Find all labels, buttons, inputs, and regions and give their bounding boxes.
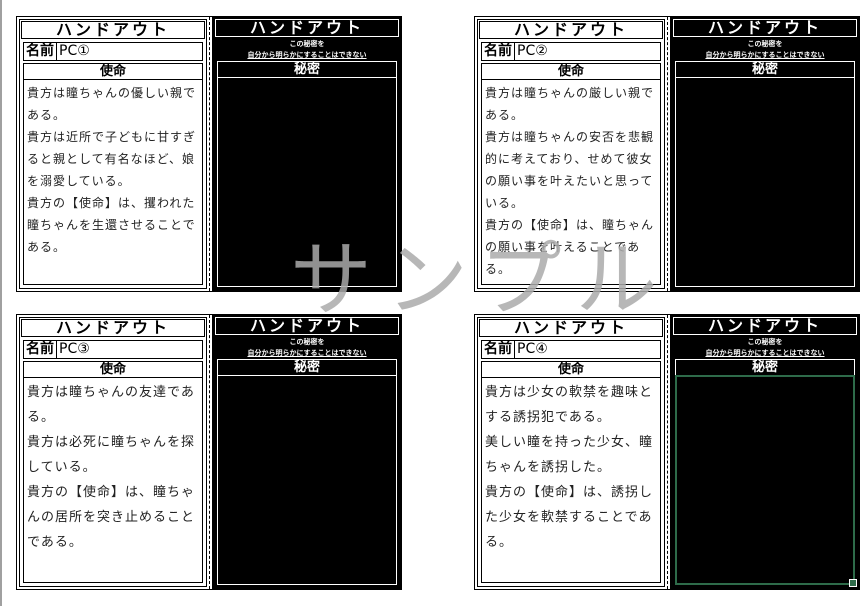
secret-header: 秘密 bbox=[218, 360, 396, 376]
handout-title: ハンドアウト bbox=[479, 21, 663, 39]
secret-handout-title: ハンドアウト bbox=[673, 317, 857, 335]
secret-note-line2: 自分から明らかにすることはできない bbox=[705, 51, 825, 59]
fold-line bbox=[667, 17, 671, 291]
name-row[interactable]: 名前 PC② bbox=[481, 42, 661, 61]
handout-public-side: ハンドアウト 名前 PC② 使命 貴方は瞳ちゃんの厳しい親である。 貴方は瞳ちゃ… bbox=[475, 17, 667, 291]
secret-box-selected[interactable]: 秘密 bbox=[675, 359, 857, 587]
name-row[interactable]: 名前 PC① bbox=[23, 42, 203, 61]
mission-text[interactable]: 貴方は少女の軟禁を趣味とする誘拐犯である。 美しい瞳を持った少女、瞳ちゃんを誘拐… bbox=[482, 378, 660, 557]
mission-text[interactable]: 貴方は瞳ちゃんの友達である。 貴方は必死に瞳ちゃんを探している。 貴方の【使命】… bbox=[24, 378, 202, 557]
secret-header: 秘密 bbox=[676, 62, 854, 78]
name-value[interactable]: PC③ bbox=[59, 341, 90, 357]
mission-line: 貴方は近所で子どもに甘すぎると親として有名なほど、娘を溺愛している。 bbox=[27, 130, 197, 188]
mission-header: 使命 bbox=[24, 64, 202, 80]
secret-handout-title: ハンドアウト bbox=[673, 19, 857, 37]
mission-line: 貴方は瞳ちゃんの優しい親である。 bbox=[27, 86, 197, 122]
secret-note-line1: この秘密を bbox=[289, 338, 325, 346]
mission-line: 貴方の【使命】は、瞳ちゃんの居所を突き止めることである。 bbox=[27, 485, 196, 550]
name-value[interactable]: PC④ bbox=[517, 341, 548, 357]
public-frame bbox=[19, 19, 207, 289]
name-label: 名前 bbox=[482, 341, 515, 358]
secret-note: この秘密を 自分から明らかにすることはできない bbox=[213, 39, 401, 61]
fold-line bbox=[209, 17, 213, 291]
name-row[interactable]: 名前 PC④ bbox=[481, 340, 661, 359]
handout-secret-side: ハンドアウト この秘密を 自分から明らかにすることはできない 秘密 bbox=[213, 315, 401, 589]
secret-box[interactable]: 秘密 bbox=[217, 61, 397, 287]
mission-line: 貴方の【使命】は、誘拐した少女を軟禁することである。 bbox=[485, 485, 654, 550]
handout-card-pc2: ハンドアウト 名前 PC② 使命 貴方は瞳ちゃんの厳しい親である。 貴方は瞳ちゃ… bbox=[474, 16, 860, 292]
handout-title: ハンドアウト bbox=[479, 319, 663, 337]
mission-line: 美しい瞳を持った少女、瞳ちゃんを誘拐した。 bbox=[485, 435, 654, 475]
secret-box[interactable]: 秘密 bbox=[217, 359, 397, 585]
handout-card-pc4: ハンドアウト 名前 PC④ 使命 貴方は少女の軟禁を趣味とする誘拐犯である。 美… bbox=[474, 314, 860, 590]
mission-text[interactable]: 貴方は瞳ちゃんの厳しい親である。 貴方は瞳ちゃんの安否を悲観的に考えており、せめ… bbox=[482, 80, 660, 282]
mission-line: 貴方は少女の軟禁を趣味とする誘拐犯である。 bbox=[485, 385, 654, 425]
resize-handle[interactable] bbox=[849, 579, 857, 587]
secret-box[interactable]: 秘密 bbox=[675, 61, 855, 287]
mission-header: 使命 bbox=[482, 64, 660, 80]
public-frame bbox=[477, 317, 665, 587]
handout-public-side: ハンドアウト 名前 PC④ 使命 貴方は少女の軟禁を趣味とする誘拐犯である。 美… bbox=[475, 315, 667, 589]
secret-handout-title: ハンドアウト bbox=[215, 317, 399, 335]
mission-box[interactable]: 使命 貴方は瞳ちゃんの友達である。 貴方は必死に瞳ちゃんを探している。 貴方の【… bbox=[23, 361, 203, 583]
mission-line: 貴方は必死に瞳ちゃんを探している。 bbox=[27, 435, 196, 475]
fold-line bbox=[667, 315, 671, 589]
secret-note-line1: この秘密を bbox=[289, 40, 325, 48]
mission-text[interactable]: 貴方は瞳ちゃんの優しい親である。 貴方は近所で子どもに甘すぎると親として有名なほ… bbox=[24, 80, 202, 260]
secret-note: この秘密を 自分から明らかにすることはできない bbox=[671, 337, 859, 359]
mission-line: 貴方は瞳ちゃんの友達である。 bbox=[27, 385, 195, 425]
mission-box[interactable]: 使命 貴方は瞳ちゃんの優しい親である。 貴方は近所で子どもに甘すぎると親として有… bbox=[23, 63, 203, 285]
mission-box[interactable]: 使命 貴方は少女の軟禁を趣味とする誘拐犯である。 美しい瞳を持った少女、瞳ちゃん… bbox=[481, 361, 661, 583]
name-value[interactable]: PC① bbox=[59, 43, 90, 59]
handout-secret-side: ハンドアウト この秘密を 自分から明らかにすることはできない 秘密 bbox=[671, 17, 859, 291]
handout-card-pc3: ハンドアウト 名前 PC③ 使命 貴方は瞳ちゃんの友達である。 貴方は必死に瞳ち… bbox=[16, 314, 402, 590]
secret-note-line1: この秘密を bbox=[747, 40, 783, 48]
secret-note-line2: 自分から明らかにすることはできない bbox=[247, 51, 367, 59]
page-margin-rule bbox=[0, 0, 2, 606]
secret-handout-title: ハンドアウト bbox=[215, 19, 399, 37]
mission-line: 貴方の【使命】は、瞳ちゃんの願い事を叶えることである。 bbox=[485, 218, 655, 276]
handout-public-side: ハンドアウト 名前 PC③ 使命 貴方は瞳ちゃんの友達である。 貴方は必死に瞳ち… bbox=[17, 315, 209, 589]
selection-outline[interactable] bbox=[675, 375, 857, 587]
secret-note: この秘密を 自分から明らかにすることはできない bbox=[213, 337, 401, 359]
handout-card-pc1: ハンドアウト 名前 PC① 使命 貴方は瞳ちゃんの優しい親である。 貴方は近所で… bbox=[16, 16, 402, 292]
name-row[interactable]: 名前 PC③ bbox=[23, 340, 203, 359]
secret-note-line1: この秘密を bbox=[747, 338, 783, 346]
handout-title: ハンドアウト bbox=[21, 319, 205, 337]
secret-note-line2: 自分から明らかにすることはできない bbox=[705, 349, 825, 357]
name-label: 名前 bbox=[24, 43, 57, 60]
mission-line: 貴方は瞳ちゃんの厳しい親である。 bbox=[485, 86, 655, 122]
secret-note: この秘密を 自分から明らかにすることはできない bbox=[671, 39, 859, 61]
mission-header: 使命 bbox=[24, 362, 202, 378]
mission-box[interactable]: 使命 貴方は瞳ちゃんの厳しい親である。 貴方は瞳ちゃんの安否を悲観的に考えており… bbox=[481, 63, 661, 285]
handout-secret-side: ハンドアウト この秘密を 自分から明らかにすることはできない 秘密 bbox=[213, 17, 401, 291]
mission-line: 貴方の【使命】は、攫われた瞳ちゃんを生還させることである。 bbox=[27, 196, 196, 254]
handout-title: ハンドアウト bbox=[21, 21, 205, 39]
mission-line: 貴方は瞳ちゃんの安否を悲観的に考えており、せめて彼女の願い事を叶えたいと思ってい… bbox=[485, 130, 655, 210]
public-frame bbox=[19, 317, 207, 587]
secret-header: 秘密 bbox=[218, 62, 396, 78]
secret-note-line2: 自分から明らかにすることはできない bbox=[247, 349, 367, 357]
name-label: 名前 bbox=[24, 341, 57, 358]
secret-header: 秘密 bbox=[676, 360, 854, 376]
public-frame bbox=[477, 19, 665, 289]
name-label: 名前 bbox=[482, 43, 515, 60]
mission-header: 使命 bbox=[482, 362, 660, 378]
fold-line bbox=[209, 315, 213, 589]
name-value[interactable]: PC② bbox=[517, 43, 548, 59]
handout-secret-side: ハンドアウト この秘密を 自分から明らかにすることはできない 秘密 bbox=[671, 315, 859, 589]
handout-public-side: ハンドアウト 名前 PC① 使命 貴方は瞳ちゃんの優しい親である。 貴方は近所で… bbox=[17, 17, 209, 291]
